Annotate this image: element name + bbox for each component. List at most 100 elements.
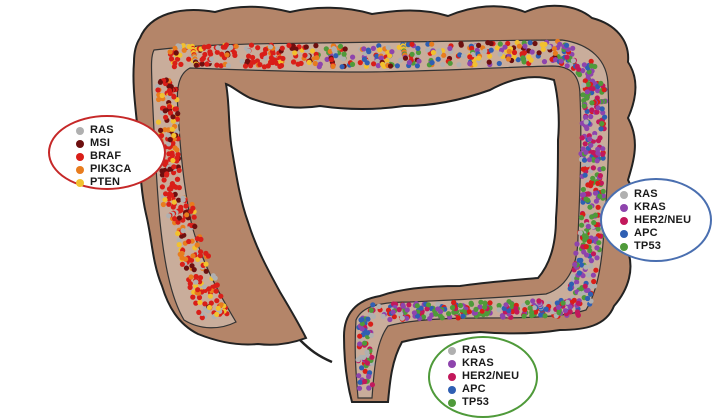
mutation-dot: [509, 301, 515, 307]
mutation-dot: [586, 157, 593, 163]
mutation-dot: [208, 300, 214, 306]
mutation-dot: [572, 262, 578, 268]
mutation-dot: [362, 378, 368, 385]
mutation-dot: [175, 151, 181, 158]
mutation-dot: [404, 315, 410, 321]
legend-label: KRAS: [462, 357, 494, 369]
mutation-dot: [166, 186, 173, 192]
mutation-dot: [542, 313, 548, 319]
mutation-dot: [522, 43, 528, 49]
mutation-dot: [246, 48, 252, 54]
mutation-dot: [551, 46, 558, 52]
mutation-dot: [365, 316, 371, 322]
legend-swatch: [620, 203, 628, 212]
mutation-dot: [204, 61, 210, 67]
mutation-dot: [591, 220, 597, 226]
mutation-dot: [175, 219, 181, 225]
mutation-dot: [583, 244, 589, 250]
legend-item: RAS: [620, 188, 710, 201]
mutation-dot: [302, 52, 308, 58]
mutation-dot: [506, 48, 512, 55]
mutation-dot: [593, 267, 599, 273]
mutation-dot: [186, 56, 192, 62]
mutation-dot: [357, 333, 363, 339]
mutation-dot: [564, 42, 570, 48]
mutation-dot: [594, 245, 600, 251]
mutation-dot: [505, 56, 511, 62]
mutation-dot: [455, 315, 461, 321]
mutation-dot: [359, 365, 365, 371]
legend-left: RAS MSI BRAF PIK3CA PTEN: [48, 115, 166, 190]
mutation-dot: [601, 87, 607, 93]
mutation-dot: [280, 55, 286, 62]
mutation-dot: [196, 309, 202, 315]
mutation-dot: [193, 62, 199, 68]
mutation-dot: [193, 273, 199, 280]
mutation-dot: [328, 57, 335, 63]
mutation-dot: [585, 213, 591, 219]
mutation-dot: [424, 306, 430, 312]
mutation-dot: [178, 204, 184, 210]
mutation-dot: [486, 59, 492, 65]
mutation-dot: [447, 45, 453, 52]
legend-label: PIK3CA: [90, 163, 132, 175]
mutation-dot: [600, 151, 606, 157]
mutation-dot: [584, 162, 591, 168]
mutation-dot: [579, 222, 585, 228]
mutation-dot: [532, 40, 538, 47]
mutation-dot: [171, 64, 177, 70]
mutation-dot: [588, 258, 595, 264]
legend-swatch: [448, 385, 456, 394]
mutation-dot: [516, 43, 523, 49]
mutation-dot-field: [154, 38, 609, 391]
mutation-dot: [503, 302, 509, 308]
mutation-dot: [595, 138, 602, 144]
mutation-dot: [342, 46, 348, 52]
mutation-dot: [538, 312, 544, 318]
mutation-dot: [161, 177, 167, 183]
mutation-dot: [369, 354, 375, 360]
mutation-dot: [166, 104, 173, 110]
mutation-dot: [232, 52, 238, 59]
mutation-dot: [205, 253, 211, 259]
mutation-dot: [166, 141, 172, 147]
mutation-dot: [255, 45, 261, 51]
mutation-dot: [163, 114, 169, 120]
legend-item: APC: [448, 383, 536, 396]
mutation-dot: [177, 251, 183, 257]
mutation-dot: [183, 203, 189, 209]
mutation-dot: [385, 44, 391, 51]
mutation-dot: [292, 50, 298, 56]
mutation-dot: [186, 44, 192, 50]
mutation-dot: [303, 44, 309, 50]
mutation-dot: [595, 105, 601, 111]
mutation-dot: [330, 63, 336, 69]
mutation-dot: [290, 59, 297, 65]
mutation-dot: [187, 281, 193, 287]
mutation-dot: [248, 42, 255, 48]
mutation-dot: [176, 242, 182, 248]
mutation-dot: [377, 47, 383, 53]
mutation-dot: [375, 63, 381, 69]
mutation-dot: [467, 54, 473, 60]
mutation-dot: [576, 257, 582, 263]
mutation-dot: [214, 298, 220, 304]
mutation-dot: [414, 63, 420, 69]
legend-swatch: [448, 398, 456, 407]
mutation-dot: [160, 201, 166, 208]
mutation-dot: [248, 63, 254, 69]
mutation-dot: [557, 41, 563, 47]
mutation-dot: [387, 63, 394, 69]
mutation-dot: [376, 43, 382, 49]
mutation-dot: [467, 61, 473, 67]
mutation-dot: [212, 283, 219, 289]
mutation-dot: [469, 45, 475, 51]
mutation-dot: [197, 275, 204, 281]
mutation-dot: [449, 305, 456, 311]
mutation-dot: [212, 275, 218, 281]
mutation-dot: [446, 311, 452, 317]
mutation-dot: [600, 155, 606, 161]
mutation-dot: [425, 302, 432, 308]
mutation-dot: [427, 316, 433, 322]
mutation-dot: [592, 212, 599, 218]
